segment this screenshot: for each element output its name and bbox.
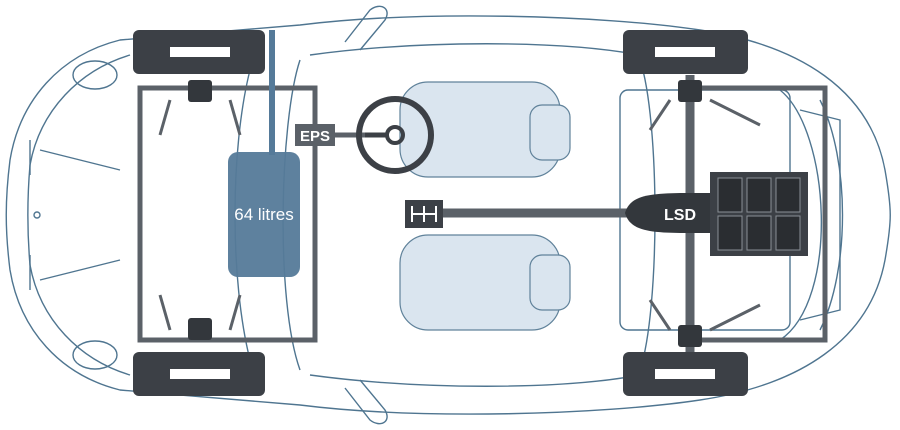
- seats: [399, 81, 571, 331]
- wheel-rear-right: [623, 352, 748, 396]
- wheel-rear-left: [623, 30, 748, 74]
- spring-icon: [678, 80, 702, 102]
- differential-housing: [625, 193, 710, 233]
- fuel-tank: [228, 152, 300, 277]
- chassis-frame: [137, 75, 828, 355]
- eps-unit: [295, 124, 335, 146]
- lsd-label: LSD: [664, 207, 696, 224]
- fuel-tank-label: 64 litres: [234, 205, 294, 224]
- wheel-front-left: [133, 30, 265, 74]
- steering-wheel-icon: [356, 96, 434, 174]
- spring-icon: [678, 325, 702, 347]
- wheels: [133, 30, 748, 396]
- wheel-front-right: [133, 352, 265, 396]
- spring-icon: [188, 80, 212, 102]
- spring-icon: [188, 318, 212, 340]
- gear-shifter-icon: [405, 200, 443, 228]
- gearbox: [710, 172, 808, 256]
- eps-label: EPS: [300, 128, 330, 145]
